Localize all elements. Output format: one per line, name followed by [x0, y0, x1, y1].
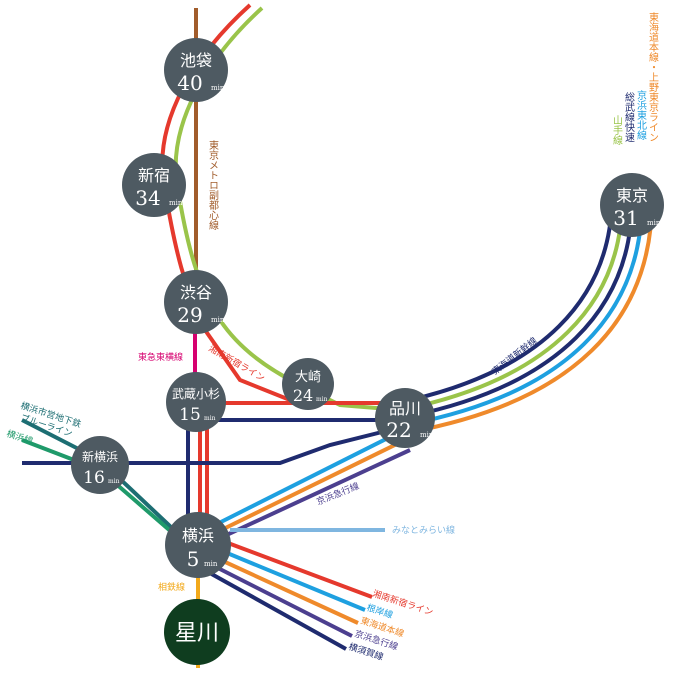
station-hoshikawa[interactable]: 星川 — [164, 599, 230, 665]
station-shinjuku[interactable]: 新宿 34 min — [122, 153, 186, 217]
tokyo-orange-line — [409, 199, 654, 434]
station-shinagawa[interactable]: 品川 22 min — [375, 388, 435, 448]
label-yamanote: 山手線 — [611, 115, 623, 145]
label-fukutoshin: 東京メトロ副都心線 — [207, 139, 219, 230]
station-ikebukuro-time: 40 — [177, 71, 202, 95]
orange-upper-line — [204, 438, 406, 540]
station-musashikosugi-time: 15 — [179, 405, 201, 425]
label-yokohama-line: 横浜線 — [5, 427, 34, 447]
bottom-navy-line — [207, 570, 347, 651]
sky-upper-line — [204, 430, 401, 532]
station-tokyo[interactable]: 東京 31 min — [600, 173, 664, 237]
station-ikebukuro-unit: min — [211, 84, 225, 92]
label-sotetsu: 相鉄線 — [158, 581, 185, 593]
bottom-red-line — [219, 538, 373, 599]
bottom-purple-line — [209, 562, 353, 638]
station-shinjuku-unit: min — [169, 199, 183, 207]
bottom-orange-line — [211, 554, 359, 625]
label-sobu-rapid: 総武線快速 — [623, 91, 635, 142]
station-musashikosugi-name: 武蔵小杉 — [172, 387, 220, 401]
bottom-sky-line — [214, 546, 366, 612]
label-toyoko: 東急東横線 — [138, 351, 183, 363]
station-shinyokohama-time: 16 — [83, 468, 105, 488]
station-shibuya-name: 渋谷 — [180, 283, 212, 302]
station-yokohama-time: 5 — [187, 547, 200, 571]
station-hoshikawa-name: 星川 — [175, 621, 219, 646]
station-shibuya[interactable]: 渋谷 29 min — [164, 270, 228, 334]
station-shinyokohama-name: 新横浜 — [82, 449, 118, 464]
station-musashikosugi[interactable]: 武蔵小杉 15 min — [166, 372, 226, 432]
station-ikebukuro[interactable]: 池袋 40 min — [164, 38, 228, 102]
shinkansen-line — [22, 423, 411, 465]
station-yokohama[interactable]: 横浜 5 min — [165, 512, 231, 578]
station-tokyo-time: 31 — [613, 206, 638, 230]
station-tokyo-unit: min — [647, 219, 661, 227]
station-shibuya-time: 29 — [177, 303, 202, 327]
tokyo-navy2-line — [409, 199, 634, 418]
station-shinagawa-name: 品川 — [389, 399, 421, 418]
label-minatomirai: みなとみらい線 — [392, 524, 455, 536]
station-shibuya-unit: min — [211, 316, 225, 324]
station-shinagawa-unit: min — [420, 431, 434, 439]
station-osaki[interactable]: 大崎 24 min — [282, 358, 334, 410]
station-musashikosugi-unit: min — [204, 415, 216, 422]
station-tokyo-name: 東京 — [616, 186, 648, 205]
station-osaki-time: 24 — [293, 386, 313, 405]
station-osaki-name: 大崎 — [295, 370, 321, 385]
label-keihin-tohoku: 京浜東北線 — [635, 89, 647, 140]
station-shinjuku-time: 34 — [135, 186, 160, 210]
station-ikebukuro-name: 池袋 — [180, 51, 212, 70]
station-yokohama-name: 横浜 — [182, 526, 214, 545]
label-tokaido-ueno: 東海道本線・上野東京ライン — [647, 11, 659, 142]
station-yokohama-unit: min — [204, 560, 218, 568]
tokyo-green-line — [409, 199, 624, 410]
station-osaki-unit: min — [316, 396, 328, 403]
station-shinyokohama[interactable]: 新横浜 16 min — [71, 436, 129, 494]
tokyo-navy-line — [409, 199, 614, 402]
station-shinyokohama-unit: min — [108, 478, 120, 485]
station-shinjuku-name: 新宿 — [138, 166, 170, 185]
station-shinagawa-time: 22 — [386, 418, 411, 442]
tokyo-sky-line — [409, 199, 644, 426]
